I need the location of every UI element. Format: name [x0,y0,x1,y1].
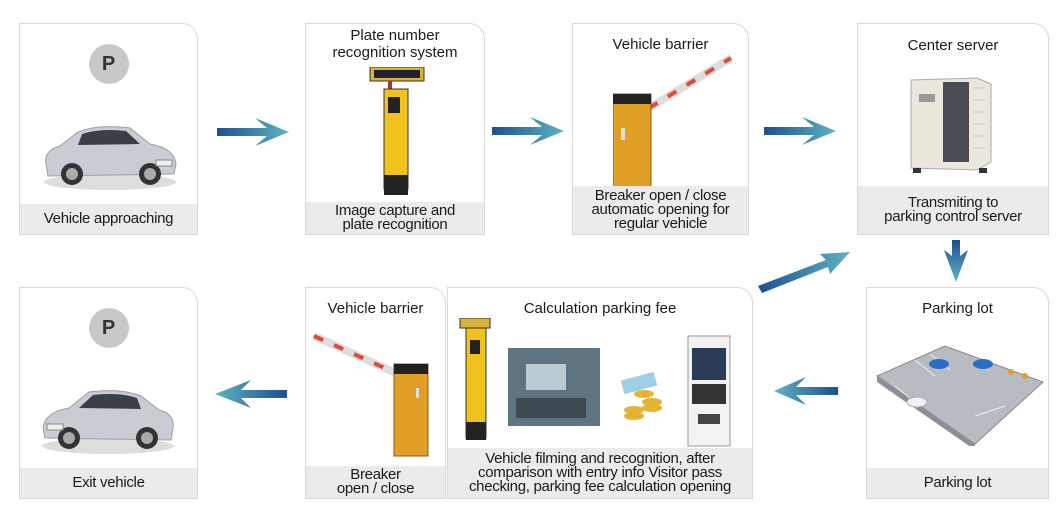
step-center-server: Center server Transmiting to parking con… [857,23,1049,235]
parking-badge: P [88,308,129,348]
caption-line: plate recognition [342,216,448,233]
car-icon [38,112,183,192]
step-vehicle-approaching: P Vehicle approaching [19,23,198,235]
arrow-right-icon [764,117,836,145]
step-caption: Transmiting to parking control server [858,186,1048,234]
step-title: Center server [907,37,999,54]
step-caption: Exit vehicle [20,468,197,498]
title-line: recognition system [332,44,458,61]
step-parking-lot: Parking lot Parking lot [866,287,1049,499]
caption-line: Breaker open / close [594,187,727,204]
step-caption: Vehicle filming and recognition, after c… [448,448,752,498]
caption-line: Exit vehicle [72,474,145,491]
step-caption: Breaker open / close automatic opening f… [573,186,748,234]
arrow-left-icon [774,377,838,405]
arrow-diagonal-icon [756,250,852,294]
step-caption: Parking lot [867,468,1048,498]
server-icon [907,74,997,174]
car-icon [36,376,181,456]
step-title: Parking lot [922,300,993,317]
arrow-left-icon [215,380,287,408]
parking-lot-icon [875,336,1045,446]
barrier-gate-icon [312,328,437,458]
step-vehicle-barrier-entry: Vehicle barrier Breaker open / close aut… [572,23,749,235]
caption-line: Transmiting to [907,194,999,211]
caption-line: Parking lot [923,474,992,491]
step-caption: Vehicle approaching [20,204,197,234]
caption-line: Vehicle filming and recognition, after [485,450,715,467]
step-vehicle-barrier-exit: Vehicle barrier Breaker open / close [305,287,446,499]
step-title: Calculation parking fee [523,300,677,317]
step-caption: Image capture and plate recognition [306,202,484,234]
caption-line: Breaker [350,466,401,483]
payment-equipment-icon [456,318,746,448]
caption-line: regular vehicle [613,215,708,232]
parking-badge: P [88,44,129,84]
step-plate-recognition: Plate number recognition system Image ca… [305,23,485,235]
arrow-down-icon [944,240,968,282]
caption-line: Image capture and [335,202,455,219]
step-caption: Breaker open / close [306,466,445,498]
caption-line: automatic opening for [591,201,730,218]
caption-line: comparison with entry info Visitor pass [478,464,722,481]
title-line: Plate number [350,27,440,44]
caption-line: checking, parking fee calculation openin… [468,478,732,495]
step-title: Vehicle barrier [327,300,424,317]
lpr-camera-icon [368,67,426,197]
step-title: Plate number recognition system [306,27,484,61]
caption-line: parking control server [884,208,1022,225]
step-exit-vehicle: P Exit vehicle [19,287,198,499]
step-calculation-parking-fee: Calculation parking fee Vehicle filming … [447,287,753,499]
arrow-right-icon [492,117,564,145]
step-title: Vehicle barrier [612,36,709,53]
arrow-right-icon [217,118,289,146]
caption-line: Vehicle approaching [43,210,174,227]
caption-line: open / close [336,480,415,497]
